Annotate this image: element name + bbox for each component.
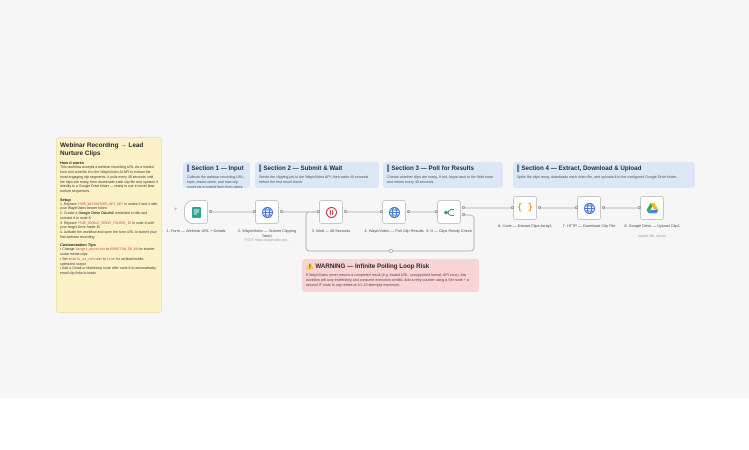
node-code-extract-clips[interactable]: { }	[513, 196, 537, 220]
node-google-drive-upload-label: 8. Google Drive — Upload Clip1	[624, 223, 680, 228]
connection-midpoint	[389, 249, 393, 253]
node-if-clips-ready[interactable]	[437, 200, 461, 224]
warning-text: If WayinVideo never returns a completed …	[306, 273, 469, 287]
sticky-title: Webinar Recording → Lead Nurture Clips	[60, 142, 144, 157]
node-wait-45-seconds[interactable]	[319, 200, 343, 224]
node-output-port[interactable]	[209, 210, 212, 213]
node-submit-clipping-task-subtitle: POST: https://wayinvideo-api...	[244, 238, 290, 242]
globe-icon	[261, 206, 274, 219]
node-poll-clip-results[interactable]	[382, 200, 406, 224]
customization-tips-list: • Change target_duration to DURATION_30_…	[60, 247, 158, 275]
globe-icon	[583, 202, 596, 215]
section-2-title: ▌Section 2 — Submit & Wait	[259, 165, 343, 172]
customization-tip: • Add a Gmail or Mailchimp node after no…	[60, 266, 156, 276]
node-submit-clipping-task[interactable]	[255, 200, 279, 224]
node-form-trigger[interactable]	[184, 200, 208, 224]
node-http-download-clip[interactable]	[577, 196, 601, 220]
node-output-port-false[interactable]	[462, 213, 465, 216]
node-google-drive-upload[interactable]	[640, 196, 664, 220]
node-http-download-clip-label: 7. HTTP — Download Clip File	[562, 223, 616, 228]
globe-icon	[388, 206, 401, 219]
customization-tip: • Set enable_ai_reframe to true for vert…	[60, 256, 145, 266]
setup-steps-list: 1. Replace YOUR_WAYINVIDEO_API_KEY in no…	[60, 202, 158, 240]
node-input-port[interactable]	[575, 206, 578, 209]
node-google-drive-upload-subtitle: upload: file, upload	[638, 234, 666, 238]
google-drive-icon	[646, 202, 659, 214]
workflow-overview-sticky[interactable]: Webinar Recording → Lead Nurture Clips H…	[56, 137, 162, 313]
section-1-title: ▌Section 1 — Input	[187, 165, 244, 172]
node-code-extract-clips-label: 6. Code — Extract Clips Array1	[498, 223, 552, 228]
node-input-port[interactable]	[511, 206, 514, 209]
form-icon	[190, 206, 203, 219]
section-2-description: Sends the clipping job to the WayinVideo…	[259, 175, 369, 184]
node-submit-clipping-task-label: 2. WayinVideo — Submit Clipping Task1	[237, 228, 297, 239]
section-3-sticky[interactable]: ▌Section 3 — Poll for Results Checks whe…	[383, 162, 503, 188]
customization-tip: • Change target_duration to DURATION_30_…	[60, 247, 155, 257]
node-input-port[interactable]	[317, 210, 320, 213]
setup-step: 3. Replace YOUR_GOOGLE_DRIVE_FOLDER_ID i…	[60, 220, 154, 230]
node-output-port[interactable]	[602, 206, 605, 209]
setup-step: 1. Replace YOUR_WAYINVIDEO_API_KEY in no…	[60, 201, 158, 211]
node-input-port[interactable]	[638, 206, 641, 209]
section-4-title: ▌Section 4 — Extract, Download & Upload	[517, 165, 642, 172]
setup-step: 4. Activate the workflow and open the fo…	[60, 230, 157, 239]
warning-sticky[interactable]: ⚠️ WARNING — Infinite Polling Loop Risk …	[302, 259, 479, 292]
node-poll-clip-results-label: 4. WayinVideo — Poll Clip Results	[364, 228, 424, 233]
warning-title: ⚠️ WARNING — Infinite Polling Loop Risk	[306, 263, 430, 270]
node-output-port-true[interactable]	[462, 206, 465, 209]
workflow-canvas[interactable]: Webinar Recording → Lead Nurture Clips H…	[0, 0, 749, 398]
node-input-port[interactable]	[380, 210, 383, 213]
node-output-port[interactable]	[538, 206, 541, 209]
node-input-port[interactable]	[435, 210, 438, 213]
how-it-works-heading: How it works	[60, 160, 84, 166]
section-3-description: Checks whether clips are ready. If not, …	[387, 175, 494, 184]
section-4-sticky[interactable]: ▌Section 4 — Extract, Download & Upload …	[513, 162, 695, 188]
section-2-sticky[interactable]: ▌Section 2 — Submit & Wait Sends the cli…	[255, 162, 379, 188]
node-wait-label: 3. Wait — 45 Seconds	[311, 228, 351, 233]
setup-heading: Setup	[60, 196, 71, 202]
section-3-title: ▌Section 3 — Poll for Results	[387, 165, 474, 172]
code-braces-icon: { }	[516, 203, 534, 213]
how-it-works-text: This workflow accepts a webinar recordin…	[60, 165, 158, 193]
node-output-port[interactable]	[280, 210, 283, 213]
pause-icon	[325, 206, 338, 219]
node-input-port[interactable]	[253, 210, 256, 213]
node-output-port[interactable]	[344, 210, 347, 213]
customization-heading: Customization Tips	[60, 242, 96, 248]
setup-step: 2. Create a Google Drive OAuth2 credenti…	[60, 211, 148, 220]
section-1-description: Collects the webinar recording URL, topi…	[187, 175, 245, 188]
branch-icon	[443, 206, 456, 219]
section-4-description: Splits the clips array, downloads each v…	[517, 175, 677, 179]
node-form-trigger-label: 1. Form — Webinar URL + Details	[166, 228, 226, 233]
node-output-port[interactable]	[407, 210, 410, 213]
node-if-clips-ready-label: 5. If — Clips Ready Check	[426, 228, 472, 233]
section-1-sticky[interactable]: ▌Section 1 — Input Collects the webinar …	[183, 162, 250, 188]
add-trigger-plus-icon[interactable]: +	[174, 207, 178, 213]
